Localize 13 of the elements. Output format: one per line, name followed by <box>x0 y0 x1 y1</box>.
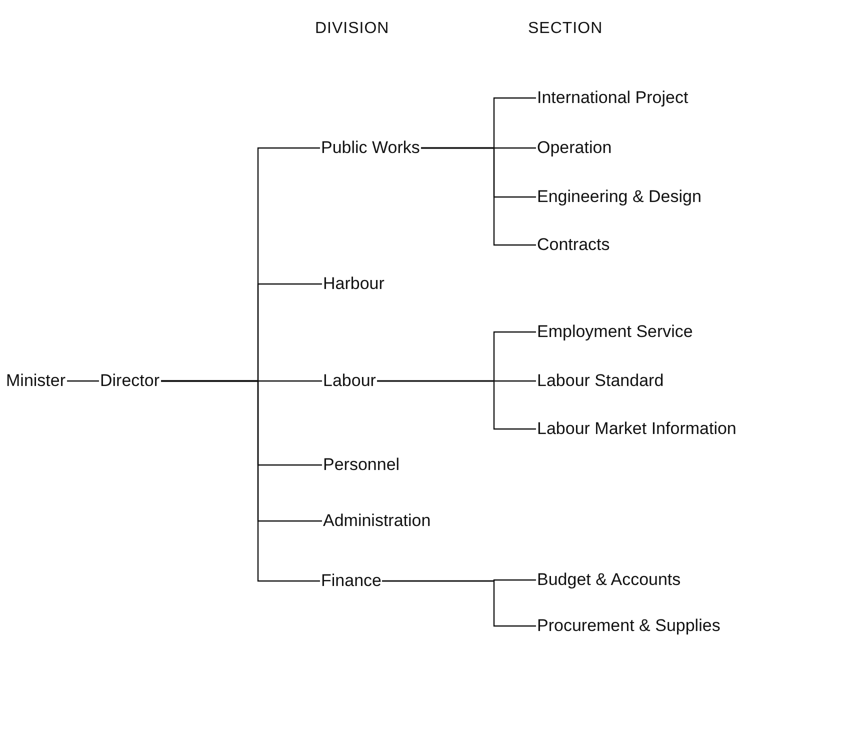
column-heading: SECTION <box>528 20 603 38</box>
org-unit-label: Employment Service <box>536 322 694 342</box>
connector-line <box>161 380 320 582</box>
org-unit-label: Procurement & Supplies <box>536 616 722 636</box>
connector-line <box>382 580 536 627</box>
connector-line <box>67 380 99 382</box>
org-unit-label: Budget & Accounts <box>536 570 682 590</box>
connector-line <box>421 147 536 246</box>
org-unit-label: Engineering & Design <box>536 187 702 207</box>
org-unit-label: Operation <box>536 138 613 158</box>
connector-line <box>377 380 536 430</box>
column-heading: DIVISION <box>315 20 390 38</box>
org-unit-label: International Project <box>536 88 690 108</box>
